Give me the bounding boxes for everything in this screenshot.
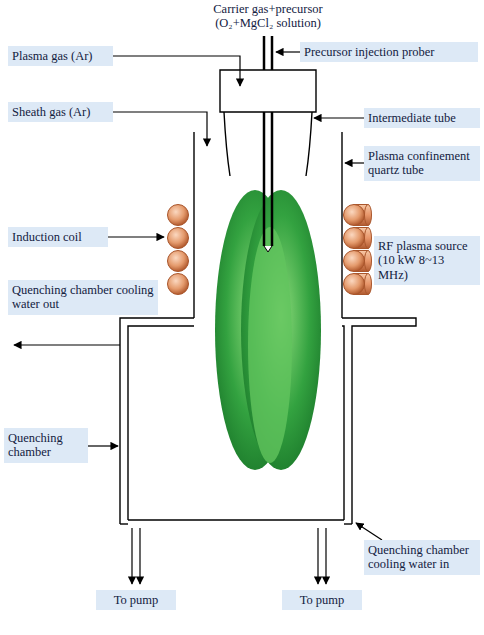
callout-text: Induction coil xyxy=(12,230,104,244)
callout-text: Intermediate tube xyxy=(368,111,476,125)
callout-box: Quenching chamber cooling water out xyxy=(8,280,158,315)
callout-box: Plasma gas (Ar) xyxy=(8,46,113,66)
callout-box: To pump xyxy=(96,590,176,610)
injection-probe xyxy=(264,36,272,246)
callout-text: Plasma confinement quartz tube xyxy=(368,149,476,178)
callout-box: RF plasma source (10 kW 8~13 MHz) xyxy=(374,236,480,285)
quenching-chamber xyxy=(120,318,416,524)
callout-text: Quenching chamber cooling water in xyxy=(368,543,476,572)
callout-box: Induction coil xyxy=(8,227,108,247)
induction-coil xyxy=(168,205,372,295)
callout-text: Quenching chamber xyxy=(8,431,84,460)
callout-text: Sheath gas (Ar) xyxy=(12,105,109,119)
leader-arrows xyxy=(14,52,382,584)
callout-box: Quenching chamber cooling water in xyxy=(364,540,480,575)
inlet-label: Carrier gas+precursor (O₂+MgCl₂ solution… xyxy=(188,2,348,31)
callout-text: RF plasma source (10 kW 8~13 MHz) xyxy=(378,239,476,282)
callout-text: Precursor injection prober xyxy=(304,45,474,59)
callout-box: Quenching chamber xyxy=(4,428,88,463)
callout-text: Quenching chamber cooling water out xyxy=(12,283,154,312)
callout-box: Plasma confinement quartz tube xyxy=(364,146,480,181)
callout-text: To pump xyxy=(286,593,358,607)
callout-box: Intermediate tube xyxy=(364,108,480,128)
callout-text: Plasma gas (Ar) xyxy=(12,49,109,63)
callout-box: To pump xyxy=(282,590,362,610)
callout-box: Sheath gas (Ar) xyxy=(8,102,113,122)
quartz-tube xyxy=(194,132,342,318)
callout-box: Precursor injection prober xyxy=(300,42,478,62)
intermediate-tube xyxy=(220,70,316,176)
callout-text: To pump xyxy=(100,593,172,607)
plasma-flame xyxy=(215,190,321,470)
